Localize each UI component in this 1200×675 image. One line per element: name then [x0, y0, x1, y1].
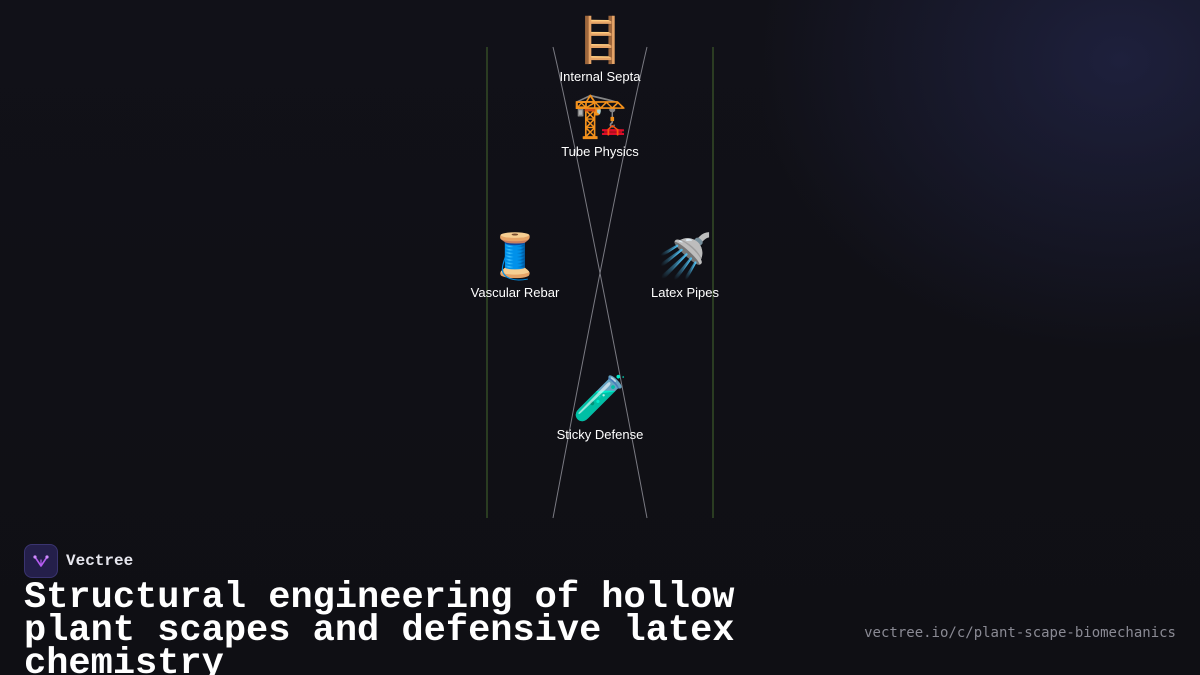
page-title: Structural engineering of hollow plant s… [24, 577, 735, 675]
test-tube-icon: 🧪 [572, 374, 628, 423]
node-label: Latex Pipes [651, 285, 719, 300]
brand-name: Vectree [66, 552, 134, 570]
node-label: Tube Physics [561, 144, 639, 159]
shower-icon: 🚿 [657, 232, 713, 281]
node-tube-physics: 🏗️ Tube Physics [520, 90, 680, 160]
node-vascular-rebar: 🧵 Vascular Rebar [435, 231, 595, 301]
source-url: vectree.io/c/plant-scape-biomechanics [864, 625, 1176, 641]
vectree-logo-icon [24, 544, 58, 578]
construction-crane-icon: 🏗️ [572, 91, 628, 140]
brand: Vectree [24, 544, 133, 578]
ladder-icon: 🪜 [572, 16, 628, 65]
node-internal-septa: 🪜 Internal Septa [520, 15, 680, 85]
node-latex-pipes: 🚿 Latex Pipes [605, 231, 765, 301]
node-label: Sticky Defense [556, 427, 644, 442]
node-label: Internal Septa [559, 69, 641, 84]
ascending-curve [552, 46, 648, 519]
node-sticky-defense: 🧪 Sticky Defense [520, 373, 680, 443]
node-label: Vascular Rebar [470, 285, 560, 300]
thread-spool-icon: 🧵 [487, 232, 543, 281]
